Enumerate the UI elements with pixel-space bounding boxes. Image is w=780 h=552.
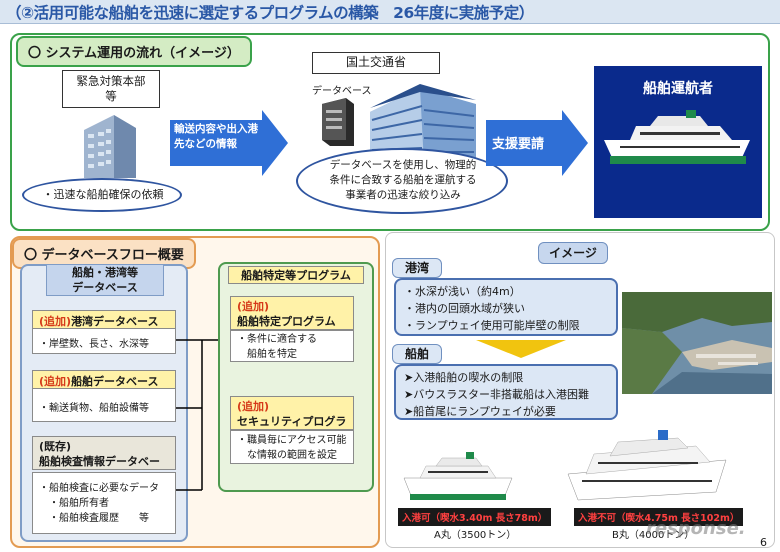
db-item-ship: (追加)船舶データベース — [32, 370, 176, 392]
ministry-note: データベースを使用し、物理的 条件に合致する船舶を運航する 事業者の迅速な絞り込… — [329, 159, 477, 201]
db-item-detail: ・輸送貨物、船舶設備等 — [32, 388, 176, 422]
down-arrow-icon — [476, 340, 566, 358]
ferry-icon — [604, 110, 750, 164]
page-number: 6 — [760, 536, 767, 549]
db-flow-heading: 〇 データベースフロー概要 — [12, 238, 196, 269]
support-arrow-label: 支援要請 — [492, 137, 545, 152]
program-detail: ・条件に適合する 船舶を特定 — [230, 330, 354, 362]
db-item-name: 港湾データベース — [71, 315, 159, 328]
db-item-tag: (既存) — [39, 440, 72, 453]
program-group-header: 船舶特定等プログラム — [228, 266, 364, 284]
title-bar — [0, 0, 780, 24]
hq-request-text: ・迅速な船舶確保の依頼 — [42, 188, 164, 201]
program-tag: (追加) — [237, 400, 270, 413]
hq-box: 緊急対策本部 等 — [62, 70, 160, 108]
info-arrow-label: 輸送内容や出入港 先などの情報 — [174, 123, 258, 150]
ministry-building-icon — [370, 84, 476, 164]
program-name: 船舶特定プログラム — [237, 315, 336, 328]
program-ship-identify: (追加) 船舶特定プログラム — [230, 296, 354, 330]
port-conditions: ・水深が浅い（約4m） ・港内の回頭水域が狭い ・ランプウェイ使用可能岸壁の制限 — [394, 278, 618, 336]
db-item-name: 船舶データベース — [71, 375, 159, 388]
ship-b-status: 入港不可（喫水4.75m 長さ102m） — [574, 508, 744, 526]
db-group-header: 船舶・港湾等 データベース — [46, 264, 164, 296]
operator-label: 船舶運航者 — [643, 81, 713, 97]
program-tag: (追加) — [237, 300, 270, 313]
port-item: ・水深が浅い（約4m） — [404, 285, 521, 298]
program-detail: ・職員毎にアクセス可能 な情報の範囲を設定 — [230, 430, 354, 464]
ministry-box: 国土交通省 — [312, 52, 440, 74]
port-item: ・ランプウェイ使用可能岸壁の制限 — [404, 319, 580, 332]
office-building-icon — [84, 115, 136, 178]
ship-item: ➤入港船舶の喫水の制限 — [404, 371, 524, 384]
system-flow-heading: 〇 システム運用の流れ（イメージ） — [16, 36, 252, 67]
page-title: （②活用可能な船舶を迅速に選定するプログラムの構築 26年度に実施予定） — [6, 4, 534, 22]
watermark-logo: response. — [646, 518, 746, 539]
db-item-inspection: (既存)船舶検査情報データベース — [32, 436, 176, 483]
ship-item: ➤船首尾にランプウェイが必要 — [404, 405, 556, 418]
info-arrow — [170, 110, 288, 176]
port-label: 港湾 — [392, 258, 442, 278]
db-item-tag: (追加) — [39, 315, 72, 328]
hq-request-bubble — [22, 178, 182, 212]
ship-item: ➤バウスラスター非搭載船は入港困難 — [404, 388, 589, 401]
ship-b-name: B丸（4000トン） — [612, 530, 695, 541]
db-item-detail: ・船舶検査に必要なデータ ・船舶所有者 ・船舶検査履歴 等 — [32, 472, 176, 534]
ship-b-icon — [567, 430, 727, 501]
database-label: データベース — [312, 86, 372, 97]
support-arrow — [486, 110, 588, 176]
port-item: ・港内の回頭水域が狭い — [404, 302, 525, 315]
image-heading: イメージ — [538, 242, 608, 264]
ship-a-name: A丸（3500トン） — [434, 530, 517, 541]
db-item-tag: (追加) — [39, 375, 72, 388]
program-security: (追加)セキュリティプログラム — [230, 396, 354, 443]
server-icon — [322, 98, 354, 146]
ship-conditions: ➤入港船舶の喫水の制限 ➤バウスラスター非搭載船は入港困難 ➤船首尾にランプウェ… — [394, 364, 618, 420]
harbor-aerial-photo — [622, 292, 772, 394]
ship-a-status: 入港可（喫水3.40m 長さ78m） — [398, 508, 552, 526]
ship-a-icon — [403, 452, 513, 500]
ministry-note-bubble — [296, 148, 508, 214]
ship-label: 船舶 — [392, 344, 442, 364]
db-item-detail: ・岸壁数、長さ、水深等 — [32, 328, 176, 354]
